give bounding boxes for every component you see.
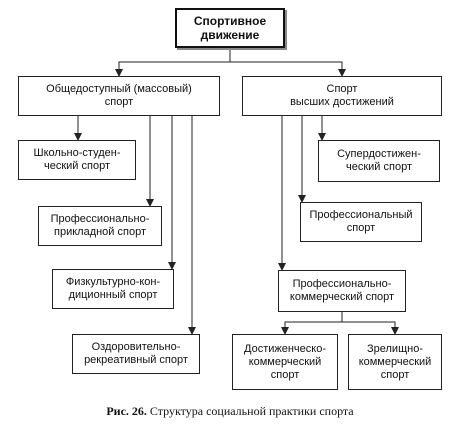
node-applied-sport: Профессионально- прикладной спорт	[38, 206, 162, 246]
node-spectacle-commercial-sport-label: Зрелищно- коммерческий спорт	[358, 342, 432, 381]
connector-root-to-elite	[230, 61, 346, 77]
node-fitness-sport: Физкультурно-кон- диционный спорт	[52, 269, 174, 309]
connector-lines	[74, 48, 399, 335]
node-sports-movement-label: Спортивное движение	[193, 14, 267, 42]
connector-commercial-to-spectacle	[342, 321, 399, 335]
node-professional-commercial-sport: Профессионально- коммерческий спорт	[278, 270, 406, 312]
figure-caption: Рис. 26. Структура социальной практики с…	[0, 404, 460, 419]
figure-caption-text: Структура социальной практики спорта	[149, 404, 354, 418]
node-super-achievement-sport: Супердостижен- ческий спорт	[318, 140, 440, 182]
node-super-achievement-sport-label: Супердостижен- ческий спорт	[337, 148, 421, 173]
connector-commercial-split	[281, 312, 343, 335]
node-applied-sport-label: Профессионально- прикладной спорт	[50, 213, 150, 238]
node-health-recreation-sport-label: Оздоровительно- рекреативный спорт	[84, 341, 188, 366]
node-professional-commercial-sport-label: Профессионально- коммерческий спорт	[289, 278, 395, 303]
figure-caption-label: Рис. 26.	[106, 404, 147, 418]
node-achievement-commercial-sport: Достиженческо- коммерческий спорт	[232, 334, 338, 390]
node-spectacle-commercial-sport: Зрелищно- коммерческий спорт	[348, 334, 442, 390]
node-achievement-commercial-sport-label: Достиженческо- коммерческий спорт	[244, 342, 326, 381]
node-health-recreation-sport: Оздоровительно- рекреативный спорт	[72, 334, 200, 374]
node-school-student-sport: Школьно-студен- ческий спорт	[18, 140, 136, 180]
node-elite-sport-label: Спорт высших достижений	[290, 83, 394, 108]
node-sports-movement: Спортивное движение	[175, 8, 285, 48]
node-professional-sport: Профессиональный спорт	[300, 202, 422, 242]
node-mass-sport: Общедоступный (массовый) спорт	[18, 76, 220, 116]
node-school-student-sport-label: Школьно-студен- ческий спорт	[33, 147, 121, 172]
node-fitness-sport-label: Физкультурно-кон- диционный спорт	[65, 276, 161, 301]
node-mass-sport-label: Общедоступный (массовый) спорт	[46, 83, 192, 108]
connector-root-to-mass	[115, 48, 231, 77]
node-elite-sport: Спорт высших достижений	[242, 76, 442, 116]
node-professional-sport-label: Профессиональный спорт	[309, 209, 413, 234]
